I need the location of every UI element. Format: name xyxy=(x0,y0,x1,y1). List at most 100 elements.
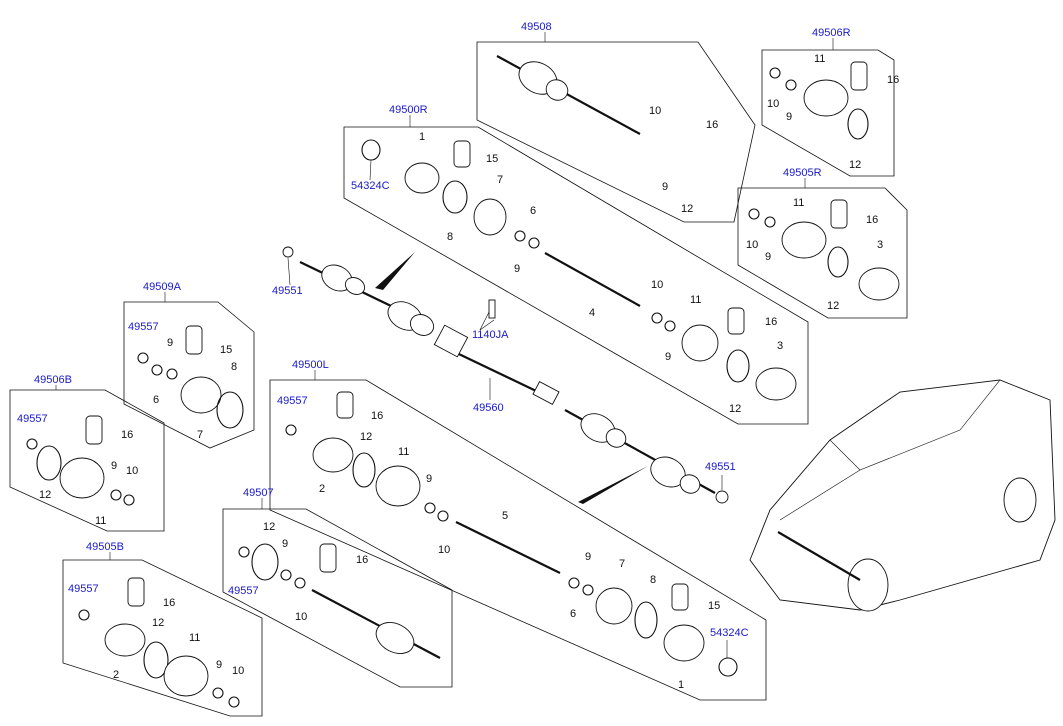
car-illustration xyxy=(749,379,1056,612)
part-num-6: 6 xyxy=(530,205,536,217)
part-num-8: 8 xyxy=(447,231,453,243)
part-num-16: 16 xyxy=(356,554,368,566)
part-num-12: 12 xyxy=(39,489,51,501)
intermediate-shaft-49560 xyxy=(433,299,560,405)
part-num-10: 10 xyxy=(295,611,307,623)
part-num-9: 9 xyxy=(514,263,520,275)
part-num-12: 12 xyxy=(263,521,275,533)
ref-49505B[interactable]: 49505B xyxy=(86,541,124,553)
ref-49507[interactable]: 49507 xyxy=(243,487,274,499)
part-num-11: 11 xyxy=(814,53,825,65)
part-num-11: 11 xyxy=(690,294,701,306)
parts-49506B xyxy=(26,415,135,506)
part-num-12: 12 xyxy=(729,403,741,415)
part-num-15: 15 xyxy=(708,600,720,612)
part-num-10: 10 xyxy=(767,98,779,110)
ref-49509A[interactable]: 49509A xyxy=(143,281,182,293)
part-num-7: 7 xyxy=(619,558,625,570)
ref-49557-49509A[interactable]: 49557 xyxy=(128,321,159,333)
part-num-7: 7 xyxy=(497,174,503,186)
part-num-12: 12 xyxy=(360,431,372,443)
part-num-12: 12 xyxy=(152,617,164,629)
part-num-9: 9 xyxy=(786,111,792,123)
part-num-6: 6 xyxy=(153,394,159,406)
part-num-9: 9 xyxy=(765,251,771,263)
part-num-6: 6 xyxy=(570,608,576,620)
part-num-3: 3 xyxy=(777,340,783,352)
part-num-9: 9 xyxy=(111,460,117,472)
ref-49557-49500L[interactable]: 49557 xyxy=(277,395,308,407)
group-box-49506B xyxy=(9,385,165,532)
indicator-wedge-upper xyxy=(375,252,415,290)
parts-49506R xyxy=(769,61,869,140)
group-box-49508 xyxy=(476,32,756,223)
part-num-16: 16 xyxy=(765,316,777,328)
part-num-16: 16 xyxy=(121,429,133,441)
part-num-11: 11 xyxy=(189,632,200,644)
ref-49500R[interactable]: 49500R xyxy=(389,104,428,116)
part-num-9: 9 xyxy=(665,351,671,363)
ref-49505R[interactable]: 49505R xyxy=(783,167,822,179)
ref-49551-upper[interactable]: 49551 xyxy=(272,285,303,297)
ref-49557-49507[interactable]: 49557 xyxy=(228,585,259,597)
group-box-49506R xyxy=(761,38,895,177)
indicator-wedge-lower xyxy=(578,466,648,504)
ref-54324C-upper[interactable]: 54324C xyxy=(351,180,390,192)
part-num-2: 2 xyxy=(113,669,119,681)
part-num-16: 16 xyxy=(887,74,899,86)
ref-1140JA[interactable]: 1140JA xyxy=(472,329,509,341)
part-num-1: 1 xyxy=(678,679,684,691)
part-num-7: 7 xyxy=(197,429,203,441)
part-num-9: 9 xyxy=(216,659,222,671)
parts-49507 xyxy=(238,543,441,659)
parts-49500R xyxy=(361,139,797,401)
part-num-5: 5 xyxy=(502,510,508,522)
ref-49557-49505B[interactable]: 49557 xyxy=(68,583,99,595)
right-drive-shaft-assembly xyxy=(282,246,435,336)
group-box-49509A xyxy=(123,292,255,449)
part-num-10: 10 xyxy=(438,544,450,556)
part-num-10: 10 xyxy=(232,665,244,677)
part-num-9: 9 xyxy=(282,538,288,550)
part-num-16: 16 xyxy=(706,119,718,131)
part-num-12: 12 xyxy=(827,300,839,312)
left-drive-shaft-assembly xyxy=(564,409,729,504)
part-num-12: 12 xyxy=(681,203,693,215)
group-box-49500L xyxy=(269,370,767,701)
part-num-2: 2 xyxy=(319,483,325,495)
ref-49500L[interactable]: 49500L xyxy=(292,359,329,371)
part-num-9: 9 xyxy=(426,473,432,485)
ref-49508[interactable]: 49508 xyxy=(521,21,552,33)
part-num-10: 10 xyxy=(126,465,138,477)
group-box-49505R xyxy=(737,178,908,319)
ref-49506B[interactable]: 49506B xyxy=(34,374,72,386)
shaft-49508 xyxy=(496,55,641,135)
group-box-49500R xyxy=(343,115,809,425)
part-num-3: 3 xyxy=(877,239,883,251)
parts-49509A xyxy=(137,325,244,429)
part-num-9: 9 xyxy=(585,551,591,563)
part-num-9: 9 xyxy=(662,181,668,193)
parts-49505B xyxy=(78,577,240,708)
part-num-10: 10 xyxy=(651,279,663,291)
part-num-15: 15 xyxy=(486,153,498,165)
ref-49557-49506B[interactable]: 49557 xyxy=(17,413,48,425)
part-num-10: 10 xyxy=(746,239,758,251)
part-num-12: 12 xyxy=(849,159,861,171)
part-num-8: 8 xyxy=(231,361,237,373)
parts-49505R xyxy=(748,199,900,301)
leader-lines xyxy=(287,159,728,658)
group-box-49505B xyxy=(62,552,263,717)
part-num-11: 11 xyxy=(95,515,106,527)
group-box-49507 xyxy=(222,498,453,688)
part-num-10: 10 xyxy=(649,105,661,117)
part-num-16: 16 xyxy=(866,214,878,226)
ref-49551-lower[interactable]: 49551 xyxy=(705,461,736,473)
parts-49500L xyxy=(285,391,738,677)
part-num-11: 11 xyxy=(793,197,804,209)
ref-49506R[interactable]: 49506R xyxy=(812,27,851,39)
part-num-1: 1 xyxy=(419,131,425,143)
ref-54324C-lower[interactable]: 54324C xyxy=(710,627,749,639)
ref-49560[interactable]: 49560 xyxy=(473,402,504,414)
